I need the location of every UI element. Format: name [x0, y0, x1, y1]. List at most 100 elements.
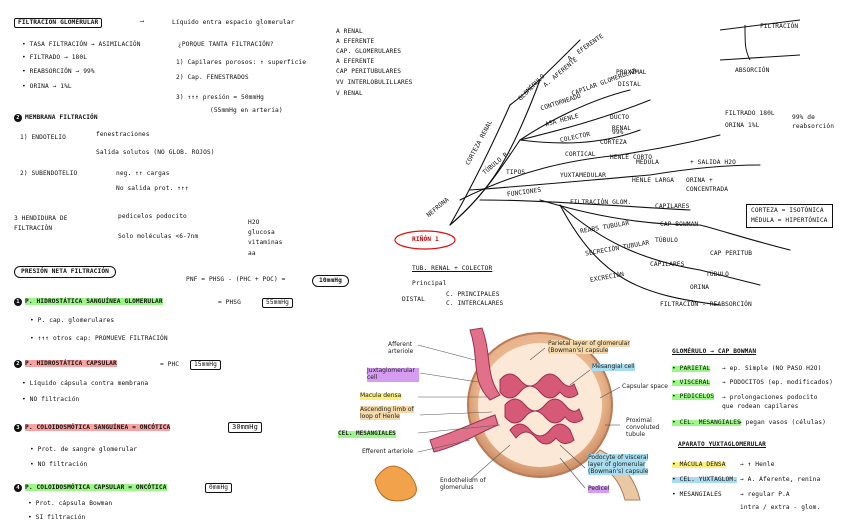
yuxta-def: → regular P.A	[740, 491, 790, 498]
subendotelio-label: 2) SUBENDOTELIO	[20, 170, 78, 177]
tube-item: DISTAL	[402, 296, 425, 303]
label-efferent: Efferent arteriole	[362, 448, 414, 455]
label-proximal: Proximal convoluted tubule	[626, 417, 660, 438]
pressure-name: P. COLOIDOSMÓTICA CAPSULAR = ONCÓTICA	[25, 484, 167, 491]
pressure-sub: • Prot. cápsula Bowman	[28, 500, 113, 507]
mindmap-branch: TIPOS	[506, 169, 526, 176]
orina-label: ORINA 1%L	[725, 122, 760, 129]
passes-item: H2O	[248, 219, 260, 226]
label-mesangiales: CEL. MESANGIALES	[338, 430, 396, 438]
mindmap-branch: CORTEZA	[600, 139, 627, 146]
label-pedicel: Pedicel	[588, 485, 610, 493]
presion-result: 10mmHg	[312, 275, 349, 288]
vessel-item: A EFERENTE	[336, 38, 375, 45]
yuxta-def: → A. Aferente, renina	[740, 476, 821, 483]
mindmap-center: RIÑÓN 1	[412, 236, 439, 243]
glom-def: → pegan vasos (células)	[738, 419, 826, 426]
hendidura-item: Solo moléculas <6-7nm	[118, 233, 199, 240]
passes-item: vitaminas	[248, 239, 283, 246]
mindmap-branch: DUCTO	[610, 114, 630, 121]
mindmap-branch: CAP PERITUB	[710, 250, 753, 257]
glomerulo-title: GLOMÉRULO → CAP BOWMAN	[672, 348, 757, 355]
absorcion-label: ABSORCIÓN	[735, 67, 770, 74]
why-question: ¿PORQUE TANTA FILTRACIÓN?	[178, 41, 274, 48]
pressure-value: 55mmHg	[262, 298, 293, 309]
mindmap-branch: CAPILARES	[650, 261, 685, 268]
mindmap-branch: YUXTAMEDULAR	[560, 172, 606, 179]
filtracion-arrow-label: FILTRACIÓN	[760, 23, 799, 30]
yuxta-def: → ↑ Henle	[740, 461, 775, 468]
mindmap-branch: TÚBULO	[655, 237, 678, 244]
vessel-item: VV INTERLOBULILLARES	[336, 79, 413, 86]
glom-def: → ep. Simple (NO PASO H2O)	[722, 365, 822, 372]
reason-item: (55mmHg en arteria)	[210, 107, 283, 114]
mindmap-branch: RENAL	[612, 125, 632, 132]
item-number: 2	[14, 360, 22, 368]
pressure-name: P. HIDROSTÁTICA CAPSULAR	[25, 360, 117, 367]
filtracion-bullet: • TASA FILTRACIÓN → ASIMILACIÓN	[22, 41, 141, 48]
filtracion-arrow: ⟶	[140, 18, 144, 25]
glom-def: → PODOCITOS (ep. modificados)	[722, 379, 833, 386]
mindmap-branch: + SALIDA H2O	[690, 159, 736, 166]
passes-item: aa	[248, 250, 256, 257]
mindmap-branch: HENLE CORTO	[610, 154, 653, 161]
osmolality-box: CORTEZA = ISOTÓNICA MÉDULA = HIPERTÓNICA	[746, 204, 833, 229]
pressure-sub: • SI filtración	[28, 514, 86, 521]
reason-item: 2) Cap. FENESTRADOS	[176, 74, 249, 81]
filtracion-desc: Líquido entra espacio glomerular	[172, 19, 295, 26]
tube-item: C. PRINCIPALES	[446, 291, 500, 298]
pressure-value: 0mmHg	[205, 483, 233, 494]
pressure-name: P. COLOIDOSMÓTICA SANGUÍNEA = ONCÓTICA	[25, 424, 171, 431]
pressure-eq: = PHC	[160, 361, 180, 368]
endotelio-item: fenestraciones	[96, 131, 150, 138]
vessel-item: A EFERENTE	[336, 58, 375, 65]
mindmap-branch: CORTICAL	[565, 151, 596, 158]
subendotelio-item: No salida prot. ↑↑↑	[116, 185, 189, 192]
mindmap-branch: ORINA + CONCENTRADA	[686, 177, 729, 194]
filtracion-bullet: • ORINA → 1%L	[22, 83, 72, 90]
passes-item: glucosa	[248, 229, 275, 236]
mindmap-branch: 99%	[612, 129, 624, 136]
membrana-title: MEMBRANA FILTRACIÓN	[25, 114, 98, 121]
pressure-eq: = PHSG	[218, 299, 241, 306]
label-juxta: Juxtaglomerular cell	[367, 367, 419, 382]
mindmap-branch: HENLE LARGA	[632, 177, 675, 184]
glom-term: • PARIETAL	[672, 365, 711, 373]
reason-item: 1) Capilares porosos: ↑ superficie	[176, 59, 307, 66]
glom-term: • VISCERAL	[672, 379, 711, 387]
label-afferent: Afferent arteriole	[388, 341, 414, 355]
corteza-box: CORTEZA = ISOTÓNICA	[751, 207, 824, 214]
tube-item: C. INTERCALARES	[446, 300, 504, 307]
mindmap-branch: DISTAL	[618, 81, 641, 88]
filtracion-title: FILTRACIÓN GLOMERULAR	[14, 18, 103, 29]
vessel-item: CAP. GLOMERULARES	[336, 48, 402, 55]
pressure-sub: • NO filtración	[22, 396, 80, 403]
pressure-sub: • Líquido cápsula contra membrana	[22, 380, 149, 387]
hendidura-label: 3 HENDIDURA DE FILTRACIÓN	[14, 215, 68, 232]
pressure-sub: • ↑↑↑ otros cap: PROMUEVE FILTRACIÓN	[30, 335, 168, 342]
item-number: 1	[14, 298, 22, 306]
mindmap-branch: FILTRACIÓN GLOM.	[570, 199, 632, 206]
label-macula: Macula densa	[360, 392, 402, 400]
mindmap-branch: CAP BOWMAN	[660, 221, 699, 228]
tube-item: Principal	[412, 280, 447, 287]
pct-label: 99% de reabsorción	[792, 114, 835, 131]
hendidura-item: pedicelos podocito	[118, 213, 187, 220]
yuxta-term: • MESANGIALES	[672, 491, 722, 498]
vessel-item: V RENAL	[336, 90, 363, 97]
item-number: 3	[14, 424, 22, 432]
pressure-sub: • P. cap. glomerulares	[30, 317, 115, 324]
pressure-value: 30mmHg	[228, 422, 262, 433]
vessel-item: A RENAL	[336, 28, 363, 35]
filtracion-bullet: • FILTRADO → 180L	[22, 54, 88, 61]
yuxta-def: intra / extra - glom.	[740, 504, 821, 511]
label-endothelium: Endothelium of glomerulus	[440, 477, 486, 491]
label-capsular: Capsular space	[622, 383, 668, 390]
tube-title: TUB. RENAL + COLECTOR	[412, 265, 493, 272]
pressure-value: 15mmHg	[190, 360, 221, 371]
pressure-name: P. HIDROSTÁTICA SANGUÍNEA GLOMERULAR	[25, 298, 163, 305]
label-parietal: Parietal layer of glomerular (Bowman's) …	[548, 340, 630, 354]
presion-formula: PNF = PHSG - (PHC + POC) =	[186, 276, 286, 283]
